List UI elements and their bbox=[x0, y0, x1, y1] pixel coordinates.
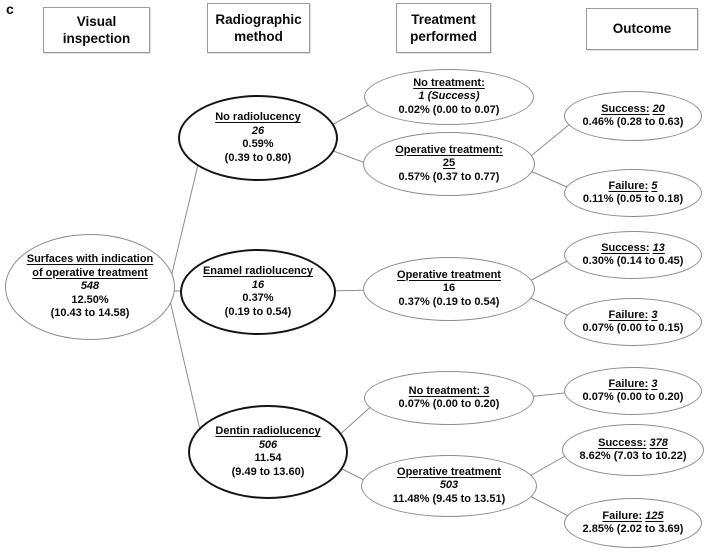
node-stat: 0.30% (0.14 to 0.45) bbox=[582, 255, 684, 267]
node-outcome-failure-5: Failure: 5 0.11% (0.05 to 0.18) bbox=[564, 169, 702, 217]
node-count: 506 bbox=[258, 438, 278, 451]
node-ci: (10.43 to 14.58) bbox=[50, 307, 130, 320]
node-outcome-failure-3-dentin: Failure: 3 0.07% (0.00 to 0.20) bbox=[564, 367, 702, 415]
header-treatment-performed: Treatment performed bbox=[396, 3, 491, 53]
node-ci: (0.19 to 0.54) bbox=[224, 305, 292, 318]
connector-line bbox=[525, 118, 577, 161]
header-visual-inspection: Visual inspection bbox=[43, 7, 150, 53]
header-outcome: Outcome bbox=[586, 8, 698, 50]
node-outcome-success-378: Success: 378 8.62% (7.03 to 10.22) bbox=[562, 424, 704, 476]
node-count: 16 bbox=[251, 278, 265, 291]
node-title: Enamel radiolucency bbox=[202, 265, 314, 277]
node-outcome-success-13: Success: 13 0.30% (0.14 to 0.45) bbox=[564, 231, 702, 279]
node-surfaces-operative-indication: Surfaces with indication of operative tr… bbox=[5, 234, 175, 340]
node-no-treatment-1: No treatment: 1 (Success) 0.02% (0.00 to… bbox=[364, 69, 534, 125]
node-outcome-failure-125: Failure: 125 2.85% (2.02 to 3.69) bbox=[564, 498, 702, 548]
node-operative-treatment-503: Operative treatment 503 11.48% (9.45 to … bbox=[361, 455, 537, 517]
node-title: Dentin radiolucency bbox=[215, 425, 321, 437]
node-count: 25 bbox=[442, 157, 456, 170]
node-title: No radiolucency bbox=[215, 111, 301, 123]
node-title: No treatment: 3 bbox=[408, 384, 490, 397]
node-enamel-radiolucency: Enamel radiolucency 16 0.37% (0.19 to 0.… bbox=[180, 249, 336, 335]
node-dentin-radiolucency: Dentin radiolucency 506 11.54 (9.49 to 1… bbox=[188, 405, 348, 499]
node-percent: 11.54 bbox=[254, 452, 282, 464]
node-outcome-success-20: Success: 20 0.46% (0.28 to 0.63) bbox=[564, 91, 702, 141]
node-count: 503 bbox=[439, 479, 459, 492]
node-percent: 12.50% bbox=[71, 293, 109, 306]
node-count: 16 bbox=[442, 282, 456, 295]
header-radiographic-method: Radiographic method bbox=[207, 3, 310, 53]
node-title: Operative treatment bbox=[397, 268, 501, 281]
node-operative-treatment-16: Operative treatment 16 0.37% (0.19 to 0.… bbox=[363, 257, 535, 321]
node-title: No treatment: bbox=[413, 76, 485, 89]
node-percent: 0.37% bbox=[242, 292, 274, 304]
node-title: Operative treatment bbox=[397, 465, 501, 478]
node-count: 26 bbox=[251, 124, 265, 137]
node-no-treatment-3: No treatment: 3 0.07% (0.00 to 0.20) bbox=[364, 371, 534, 425]
node-count: 548 bbox=[80, 280, 100, 293]
node-outcome-failure-3-enamel: Failure: 3 0.07% (0.00 to 0.15) bbox=[564, 298, 702, 346]
node-operative-treatment-25: Operative treatment: 25 0.57% (0.37 to 0… bbox=[363, 132, 535, 196]
figure-label: c bbox=[6, 1, 14, 17]
node-stat: 11.48% (9.45 to 13.51) bbox=[392, 492, 506, 505]
node-percent: 0.59% bbox=[242, 138, 274, 150]
node-count: 1 (Success) bbox=[418, 90, 480, 103]
node-stat: 0.11% (0.05 to 0.18) bbox=[582, 193, 684, 205]
node-title-row: Failure: 3 bbox=[608, 308, 658, 321]
node-title-row: Failure: 5 bbox=[608, 179, 658, 192]
node-title-row: Success: 378 bbox=[598, 436, 668, 449]
node-stat: 0.46% (0.28 to 0.63) bbox=[582, 116, 684, 128]
node-title: Operative treatment: bbox=[395, 143, 503, 156]
node-ci: (9.49 to 13.60) bbox=[231, 465, 305, 478]
node-title-row: Success: 20 bbox=[601, 102, 665, 115]
node-title-row: Success: 13 bbox=[601, 241, 665, 254]
node-stat: 0.07% (0.00 to 0.20) bbox=[582, 391, 684, 403]
node-title: Surfaces with indication of operative tr… bbox=[26, 253, 154, 279]
connector-line bbox=[167, 147, 203, 291]
node-stat: 0.07% (0.00 to 0.20) bbox=[398, 398, 500, 410]
node-stat: 2.85% (2.02 to 3.69) bbox=[582, 523, 684, 535]
node-no-radiolucency: No radiolucency 26 0.59% (0.39 to 0.80) bbox=[178, 95, 338, 181]
node-stat: 0.57% (0.37 to 0.77) bbox=[398, 170, 500, 183]
node-ci: (0.39 to 0.80) bbox=[224, 151, 292, 164]
node-stat: 0.07% (0.00 to 0.15) bbox=[582, 322, 684, 334]
node-title-row: Failure: 125 bbox=[602, 509, 664, 522]
node-title-row: Failure: 3 bbox=[608, 377, 658, 390]
node-stat: 8.62% (7.03 to 10.22) bbox=[579, 450, 687, 462]
node-stat: 0.02% (0.00 to 0.07) bbox=[398, 103, 500, 116]
node-stat: 0.37% (0.19 to 0.54) bbox=[398, 295, 500, 308]
